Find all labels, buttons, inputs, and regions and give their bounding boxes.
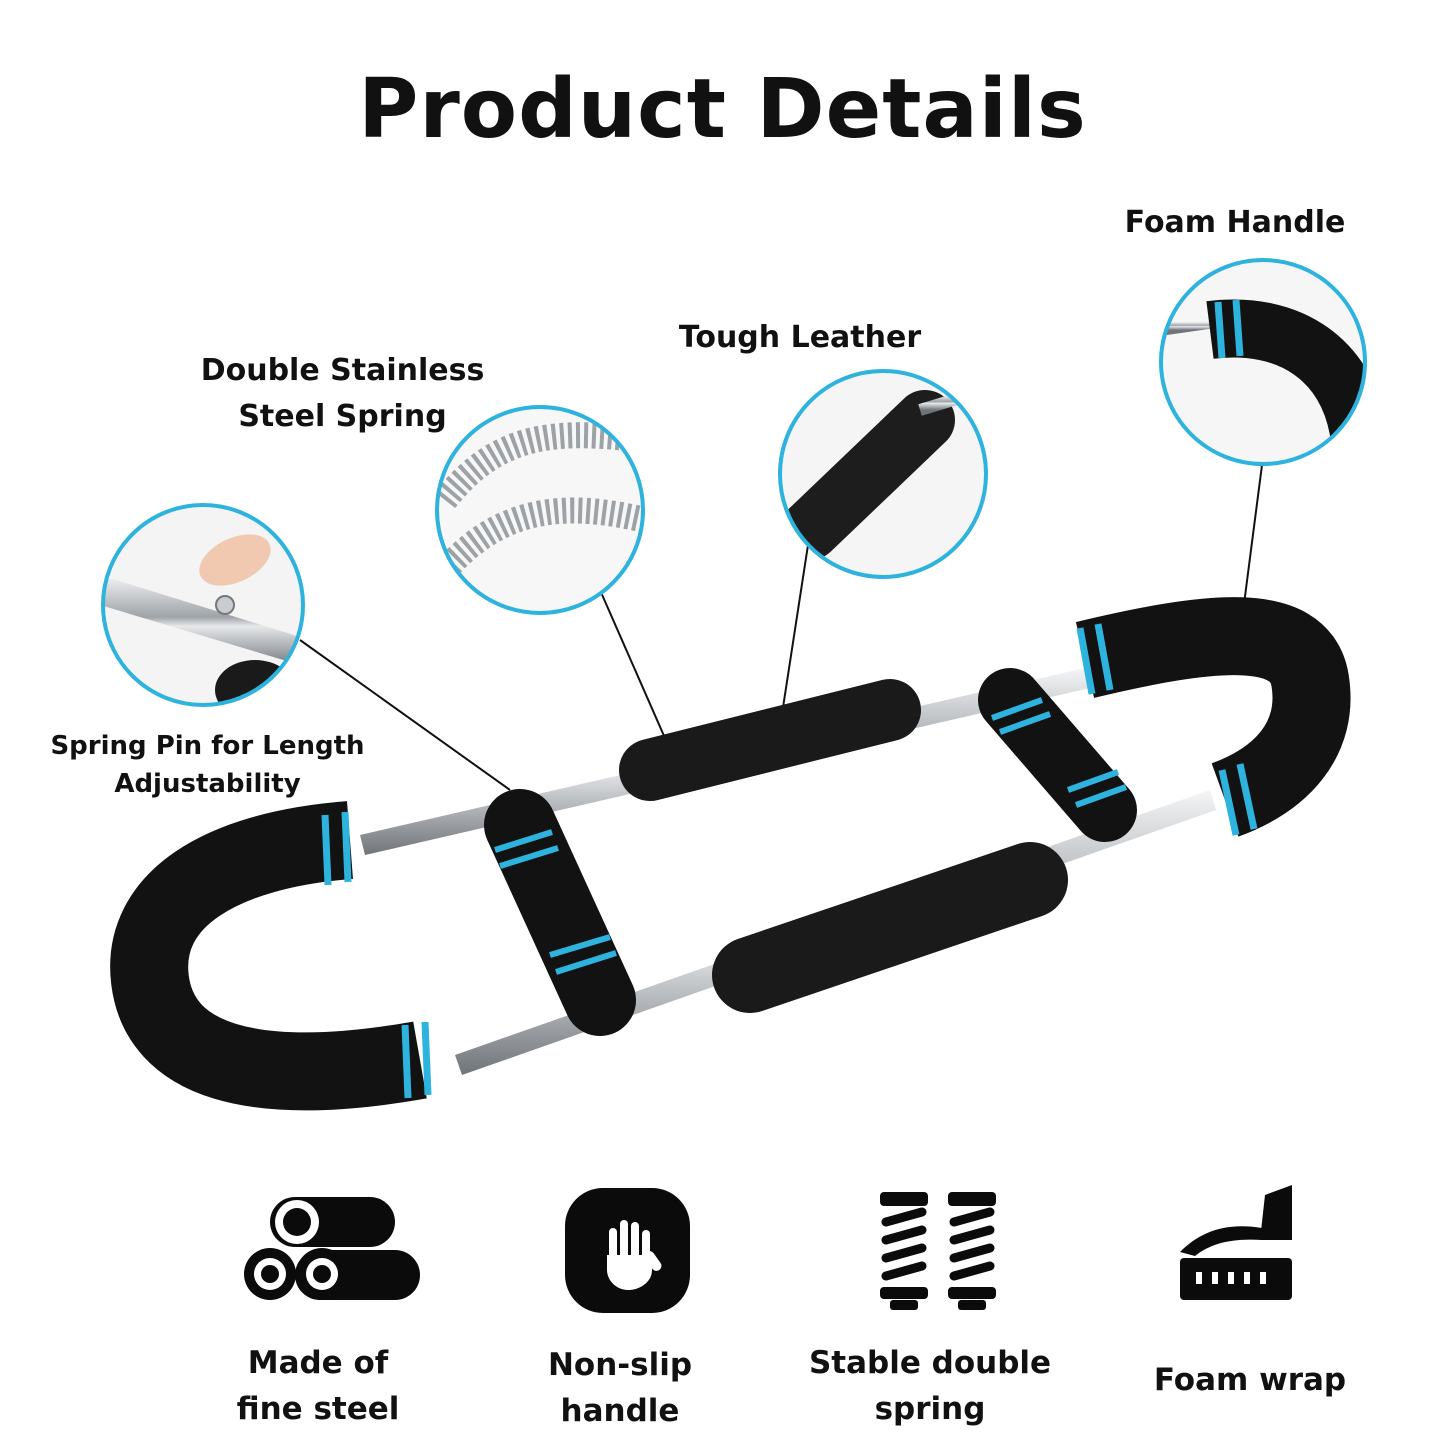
- foam-handle-detail-circle: [1159, 258, 1367, 466]
- leader-lines: [299, 464, 1263, 791]
- foam-wrap-icon: [1180, 1185, 1292, 1300]
- feature-label-double-spring: Stable double spring: [808, 1345, 1052, 1427]
- cross-grips: [484, 668, 1137, 1036]
- double-spring-icon: [880, 1192, 996, 1310]
- feature-label-non-slip: Non-slip handle: [547, 1347, 693, 1429]
- steel-pipes-icon: [244, 1197, 420, 1300]
- page-title: Product Details: [358, 62, 1087, 157]
- feature-label-steel: Made of fine steel: [236, 1345, 400, 1427]
- callout-foam-handle: Foam Handle: [1124, 205, 1346, 240]
- spring-detail-circle: [435, 405, 645, 615]
- foam-blue-rings: [321, 623, 1258, 1099]
- callout-tough-leather: Tough Leather: [678, 320, 922, 355]
- hand-grip-icon: [565, 1188, 690, 1313]
- left-u-foam-handle: [110, 801, 427, 1111]
- right-u-foam-handle: [1075, 597, 1351, 837]
- spring-pin-detail-circle: [101, 503, 305, 707]
- leather-sleeves: [619, 679, 1068, 1013]
- leather-detail-circle: [778, 369, 988, 579]
- callout-spring-pin: Spring Pin for Length Adjustability: [50, 731, 365, 799]
- callout-double-spring: Double Stainless Steel Spring: [200, 353, 485, 434]
- feature-label-foam-wrap: Foam wrap: [1153, 1362, 1347, 1398]
